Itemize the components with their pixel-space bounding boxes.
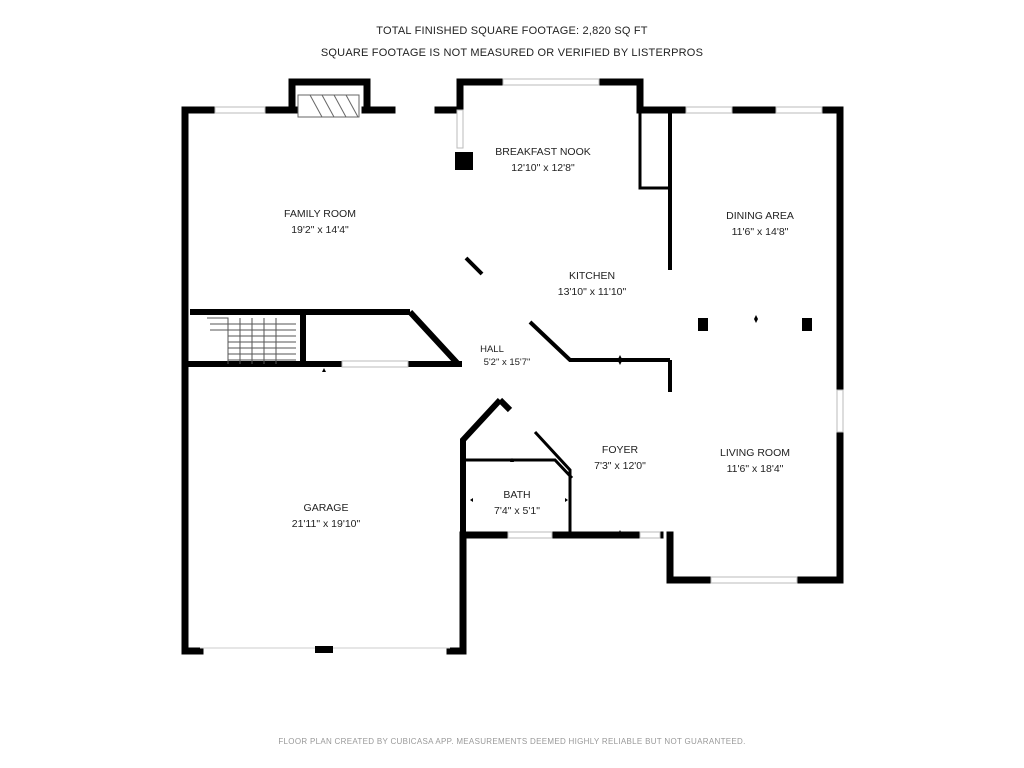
pantry-wall: [638, 110, 670, 190]
kitchen-label: KITCHEN: [569, 270, 615, 282]
garage-dims: 21'11" x 19'10": [292, 518, 361, 530]
window-dining-top-right: [775, 106, 823, 114]
fireplace-hearth: [297, 94, 360, 118]
kitchen-diagonal-a: [464, 256, 484, 276]
marker-bath-west: [470, 498, 473, 502]
hall-diagonal-upper: [407, 309, 461, 367]
marker-garage-top: [322, 368, 326, 372]
living-room-label: LIVING ROOM: [720, 447, 790, 459]
interior-walls: [188, 110, 812, 535]
marker-bath-east: [565, 498, 568, 502]
windows: [214, 78, 844, 584]
marker-dining-center: [754, 315, 758, 323]
window-bath: [507, 531, 553, 539]
kitchen-column: [455, 152, 473, 170]
square-footage-disclaimer: SQUARE FOOTAGE IS NOT MEASURED OR VERIFI…: [320, 47, 704, 59]
window-family-top: [214, 106, 266, 114]
window-garage-top: [341, 360, 409, 368]
marker-bath-top: [510, 458, 514, 462]
family-room-dims: 19'2" x 14'4": [291, 224, 349, 236]
family-room-label: FAMILY ROOM: [284, 208, 356, 220]
breakfast-nook-dims: 12'10" x 12'8": [511, 162, 575, 174]
kitchen-diagonal-b: [528, 320, 670, 362]
dining-area-dims: 11'6" x 14'8": [732, 226, 789, 238]
garage-bath-wall: [446, 531, 664, 655]
window-living-bottom: [710, 576, 798, 584]
hall-label: HALL: [480, 344, 504, 355]
room-labels: BREAKFAST NOOK 12'10" x 12'8" FAMILY ROO…: [284, 146, 794, 530]
total-square-footage: TOTAL FINISHED SQUARE FOOTAGE: 2,820 SQ …: [376, 25, 648, 37]
marker-foyer-bottom: [618, 530, 622, 534]
window-nook-west: [456, 109, 464, 149]
column-right: [802, 318, 812, 331]
hall-diagonal-lower: [497, 397, 513, 413]
column-left: [698, 318, 708, 331]
garage-label: GARAGE: [304, 502, 349, 514]
fireplace-wall: [288, 78, 371, 114]
foyer-dims: 7'3" x 12'0": [594, 460, 646, 472]
bath-dims: 7'4" x 5'1": [494, 505, 540, 517]
breakfast-nook-top-wall: [434, 78, 679, 114]
hall-dims: 5'2" x 15'7": [484, 357, 531, 368]
window-nook-top: [502, 78, 600, 86]
foyer-label: FOYER: [602, 444, 639, 456]
bath-east-wall: [533, 430, 572, 535]
garage-door-marker: [315, 646, 333, 653]
bath-top-wall: [463, 458, 574, 480]
dining-area-label: DINING AREA: [726, 210, 794, 222]
garage-door: [200, 646, 450, 653]
kitchen-dims: 13'10" x 11'10": [558, 286, 627, 298]
window-foyer: [639, 531, 661, 539]
marker-kitchen: [618, 355, 622, 365]
stairs: [207, 317, 296, 364]
bath-label: BATH: [503, 489, 530, 501]
window-dining-top-left: [685, 106, 733, 114]
window-living-east: [836, 389, 844, 433]
breakfast-nook-label: BREAKFAST NOOK: [495, 146, 591, 158]
footer-disclaimer: FLOOR PLAN CREATED BY CUBICASA APP. MEAS…: [278, 737, 746, 746]
dimension-markers: [322, 315, 758, 534]
fireplace: [297, 94, 360, 118]
east-wall: [666, 106, 844, 584]
living-room-dims: 11'6" x 18'4": [727, 463, 784, 475]
bath-west-wall: [460, 397, 503, 535]
